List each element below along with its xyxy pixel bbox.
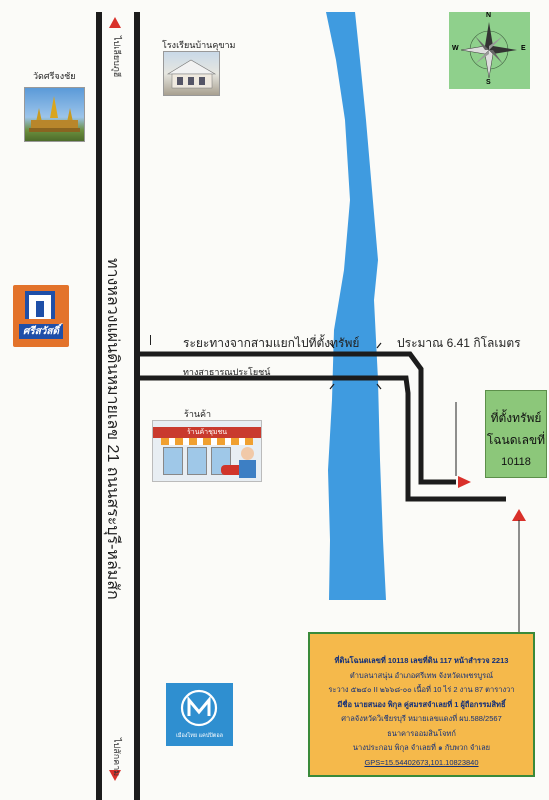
distance-road-label: ระยะทางจากสามแยกไปที่ตั้งทรัพย์ bbox=[183, 336, 360, 350]
river-body bbox=[326, 12, 386, 600]
brand-logo-mark bbox=[25, 291, 55, 319]
north-arrow-left bbox=[109, 17, 121, 28]
bank-logo-mark bbox=[180, 689, 218, 727]
info-line-1: ที่ดินโฉนดเลขที่ 10118 เลขที่ดิน 117 หน้… bbox=[334, 656, 509, 665]
property-pointer-arrow bbox=[458, 476, 471, 488]
brand-logo-text: ศรีสวัสดิ์ bbox=[19, 324, 63, 339]
property-line-3: 10118 bbox=[501, 456, 531, 468]
shop-image: ร้านค้าชุมชน bbox=[152, 420, 262, 482]
info-line-7: นางประกอบ พิกุล จำเลยที่ ๑ กับพวก จำเลย bbox=[352, 743, 491, 752]
compass: N S W E bbox=[449, 12, 530, 89]
info-line-6: ธนาคารออมสินโจทก์ bbox=[387, 728, 456, 738]
south-arrow bbox=[109, 770, 121, 781]
temple-label: วัดศรีจงชัย bbox=[33, 71, 76, 81]
compass-w: W bbox=[452, 45, 459, 52]
school-image bbox=[163, 51, 220, 96]
main-road-right-lane bbox=[134, 12, 140, 800]
info-line-4: มีชื่อ นายสนอง พิกุล คู่สมรสจำเลยที่ 1 ผ… bbox=[337, 699, 506, 709]
shop-label: ร้านค้า bbox=[184, 409, 212, 419]
gps-pointer-arrow bbox=[512, 509, 526, 521]
property-pointer-line bbox=[439, 384, 460, 470]
school-label: โรงเรียนบ้านคุขาม bbox=[162, 40, 236, 50]
upper-side-road-east bbox=[381, 351, 456, 485]
info-line-8: GPS=15.54402673,101.10823840 bbox=[364, 757, 479, 767]
distance-value-label: ประมาณ 6.41 กิโลเมตร bbox=[397, 336, 521, 350]
compass-e: E bbox=[521, 45, 526, 52]
temple-image bbox=[24, 87, 85, 142]
info-line-3: ระวาง ๕๒๔๐ II ๒๖๖๘-๐๐ เนื้อที่ 10 ไร่ 2 … bbox=[328, 685, 515, 694]
shop-sign: ร้านค้าชุมชน bbox=[153, 427, 261, 438]
bank-logo: เมืองไทย แคปปิตอล bbox=[166, 683, 233, 746]
info-line-2: ตำบลนาสนุ่น อำเภอศรีเทพ จังหวัดเพชรบูรณ์ bbox=[349, 670, 494, 680]
property-box: ที่ตั้งทรัพย์ โฉนดเลขที่ 10118 bbox=[485, 390, 547, 478]
side-road-label: ทางสาธารณประโยชน์ bbox=[183, 367, 271, 377]
property-line-1: ที่ตั้งทรัพย์ bbox=[490, 411, 542, 425]
lower-side-road-east bbox=[381, 375, 506, 502]
property-info-box: ที่ดินโฉนดเลขที่ 10118 เลขที่ดิน 117 หน้… bbox=[308, 632, 535, 777]
compass-s: S bbox=[486, 79, 491, 86]
bank-logo-text: เมืองไทย แคปปิตอล bbox=[175, 733, 224, 739]
main-road-left-lane bbox=[96, 12, 102, 800]
info-line-5: ศาลจังหวัดวิเชียรบุรี หมายเลขแดงที่ ผบ.5… bbox=[341, 714, 502, 723]
property-line-2: โฉนดเลขที่ bbox=[486, 433, 546, 447]
compass-n: N bbox=[486, 12, 492, 19]
brand-logo: ศรีสวัสดิ์ bbox=[13, 285, 69, 347]
distance-start-tick bbox=[150, 335, 151, 345]
